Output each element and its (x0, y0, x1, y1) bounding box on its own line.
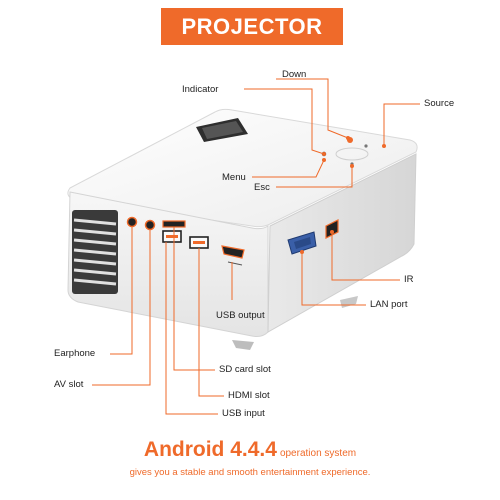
label-indicator: Indicator (182, 84, 219, 95)
label-hdmi-slot: HDMI slot (228, 390, 270, 401)
android-version: Android 4.4.4 (143, 438, 277, 461)
projector-side-face (267, 153, 417, 333)
label-av-slot: AV slot (54, 379, 84, 390)
page-title: PROJECTOR (181, 13, 323, 39)
label-ir: IR (404, 274, 414, 285)
headline-suffix: operation system (279, 448, 357, 459)
label-lan-port: LAN port (370, 299, 408, 310)
vent-grille (72, 210, 118, 294)
footer-tagline: gives you a stable and smooth entertainm… (129, 467, 371, 478)
title-banner: PROJECTOR (161, 8, 343, 45)
label-esc: Esc (254, 182, 270, 193)
label-usb-input: USB input (222, 408, 265, 419)
label-sd-card-slot: SD card slot (219, 364, 271, 375)
callout-lines (92, 78, 420, 415)
label-earphone: Earphone (54, 348, 96, 359)
label-down: Down (282, 69, 307, 80)
focus-slot (196, 118, 248, 142)
label-menu: Menu (222, 172, 246, 183)
label-usb-output: USB output (216, 310, 265, 321)
callout-dots (300, 136, 386, 254)
side-ports (287, 219, 339, 255)
port-cluster (126, 216, 245, 266)
label-source: Source (424, 98, 455, 109)
